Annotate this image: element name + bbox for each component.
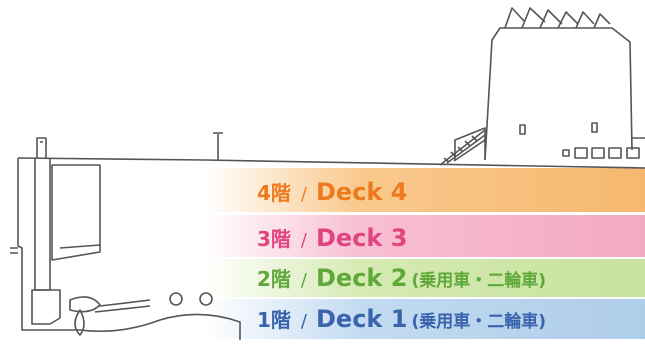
deck-4-name: Deck 4 bbox=[316, 178, 408, 206]
center-mast bbox=[213, 132, 223, 160]
main-deck-line bbox=[17, 157, 645, 169]
deck-2-band bbox=[205, 259, 645, 297]
ramp bbox=[51, 164, 101, 261]
shaft bbox=[94, 299, 151, 313]
deck-4-label: 4階 / Deck 4 bbox=[257, 180, 407, 204]
funnel bbox=[484, 27, 633, 161]
deck-3-band bbox=[205, 215, 645, 257]
deck-1-note: (乗用車・二輪車) bbox=[411, 312, 546, 332]
stern-hull bbox=[17, 158, 241, 340]
deck-4-separator: / bbox=[300, 184, 307, 205]
deck-2-label: 2階 / Deck 2(乗用車・二輪車) bbox=[257, 266, 546, 290]
deck-3-separator: / bbox=[300, 230, 307, 251]
deck-2-note: (乗用車・二輪車) bbox=[411, 271, 546, 291]
deck-4-band bbox=[205, 168, 645, 212]
stairway bbox=[439, 129, 486, 166]
deck-3-name: Deck 3 bbox=[316, 224, 408, 252]
deck-4-floor: 4階 bbox=[257, 181, 291, 205]
stern-structure bbox=[34, 158, 51, 291]
deck-1-label: 1階 / Deck 1(乗用車・二輪車) bbox=[257, 307, 546, 331]
deck-3-label: 3階 / Deck 3 bbox=[257, 226, 407, 250]
superstructure bbox=[454, 127, 645, 160]
rudder bbox=[31, 289, 61, 325]
propeller bbox=[69, 296, 101, 336]
deck-2-floor: 2階 bbox=[257, 267, 291, 291]
deck-1-separator: / bbox=[300, 311, 307, 332]
deck-1-band bbox=[205, 299, 645, 339]
deck-1-name: Deck 1 bbox=[316, 305, 408, 333]
deck-3-floor: 3階 bbox=[257, 227, 291, 251]
stern-mast bbox=[36, 137, 47, 158]
deck-2-separator: / bbox=[300, 270, 307, 291]
deck-1-floor: 1階 bbox=[257, 308, 291, 332]
funnel-vents bbox=[504, 7, 611, 29]
deck-2-name: Deck 2 bbox=[316, 264, 408, 292]
